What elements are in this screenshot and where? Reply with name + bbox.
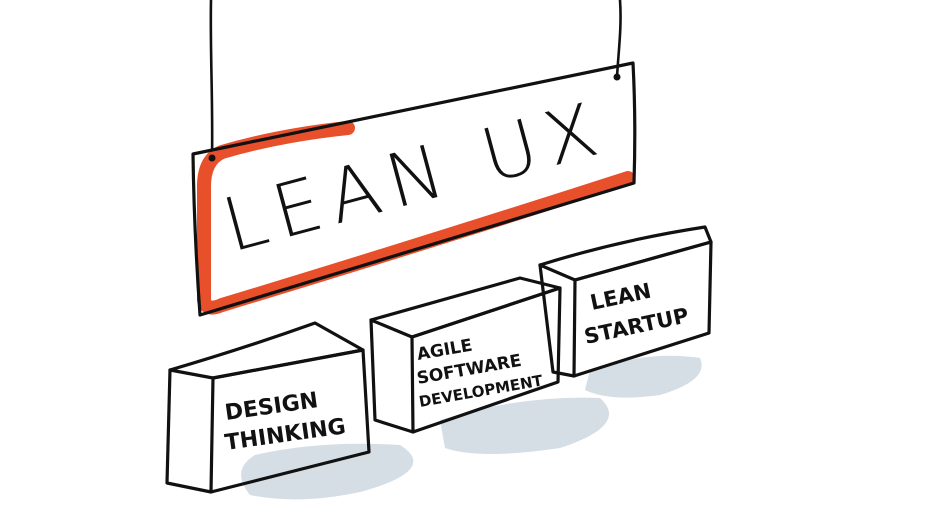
block-top-face [538, 225, 713, 282]
string-left [209, 0, 214, 160]
floor-shadows [241, 355, 702, 500]
shadow-design-thinking [241, 443, 414, 500]
block-main-face [572, 240, 713, 378]
sign-accent-stroke [196, 121, 635, 315]
sign-outline [191, 61, 637, 317]
sign-hole-left [208, 154, 216, 162]
block-top-face [369, 276, 562, 339]
block-main-face [209, 348, 371, 494]
block-front-face [165, 368, 215, 494]
shadow-lean-startup [585, 355, 702, 398]
block-top-face [168, 321, 365, 380]
sign-hole-right [613, 73, 621, 81]
shadow-agile [440, 397, 609, 454]
string-right [615, 0, 622, 80]
block-main-face [410, 286, 562, 434]
block-lean-startup: LEAN STARTUP [538, 225, 713, 378]
block-front-face [369, 318, 415, 434]
block-label-line-1: LEAN [588, 279, 653, 315]
hanging-strings [209, 0, 622, 160]
